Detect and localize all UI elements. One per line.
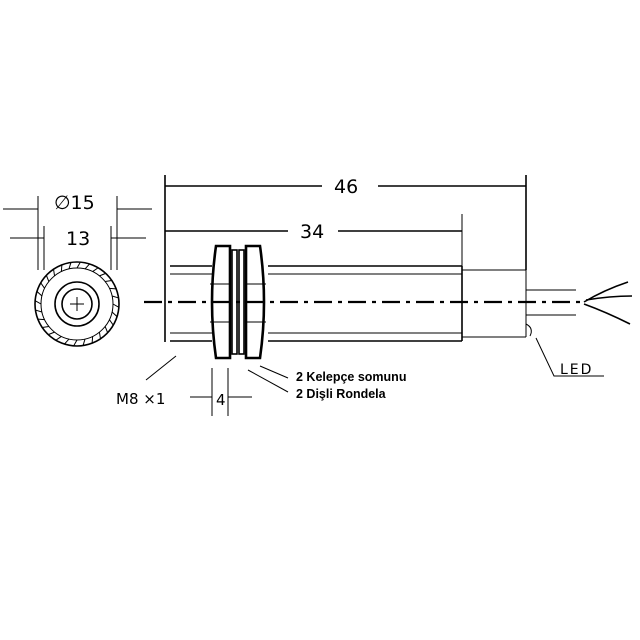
knurl-tick: [84, 263, 90, 270]
knurl-tick: [111, 311, 118, 317]
knurl-tick: [34, 300, 42, 305]
front-sensing-circle: [61, 288, 93, 320]
knurl-tick: [105, 280, 112, 283]
knurl-tick: [73, 339, 78, 347]
washer-note: 2 Dişli Rondela: [296, 387, 387, 401]
knurl-tick: [111, 295, 119, 299]
wire-3: [583, 303, 631, 325]
nut-note: 2 Kelepçe somunu: [296, 370, 406, 384]
knurl-tick: [99, 272, 106, 277]
knurl-tick: [48, 331, 55, 336]
knurl-tick: [104, 326, 109, 333]
front-outer-circle: [34, 261, 120, 347]
knurl-tick: [40, 282, 45, 289]
nut-left: [210, 244, 232, 360]
knurl-tick: [53, 269, 56, 276]
knurl-tick: [76, 261, 81, 269]
led-bump: [525, 323, 532, 337]
side-view: 46 34: [116, 175, 633, 416]
nut4-label: 4: [216, 391, 226, 409]
led-leader: [535, 337, 604, 377]
knurl-tick: [64, 338, 70, 345]
knurl-tick: [68, 262, 72, 270]
front-view: ∅15 13: [3, 192, 152, 347]
knurl-tick: [35, 309, 43, 313]
knurl-tick: [109, 319, 114, 326]
knurl-tick: [112, 303, 120, 308]
knurl-tick: [36, 291, 43, 297]
knurl-tick: [92, 267, 99, 272]
knurl-tick: [82, 338, 86, 346]
w13-label: 13: [66, 228, 90, 250]
front-face-circle: [54, 281, 100, 327]
knurl-tick: [42, 325, 49, 328]
nut-note-leader: [259, 365, 289, 379]
front-knurl-ticks: [34, 261, 120, 347]
dia15-label: ∅15: [54, 192, 95, 214]
nut-right: [244, 244, 266, 360]
wire-2: [585, 295, 633, 301]
knurl-tick: [55, 336, 62, 341]
knurl-tick: [98, 332, 101, 339]
len46-label: 46: [334, 176, 358, 198]
washer-note-leader: [247, 369, 289, 393]
knurl-tick: [45, 275, 50, 282]
thread-label: M8 ×1: [116, 390, 165, 408]
thread-leader: [145, 355, 177, 381]
len34-label: 34: [300, 221, 324, 243]
led-label: LED: [560, 362, 593, 378]
